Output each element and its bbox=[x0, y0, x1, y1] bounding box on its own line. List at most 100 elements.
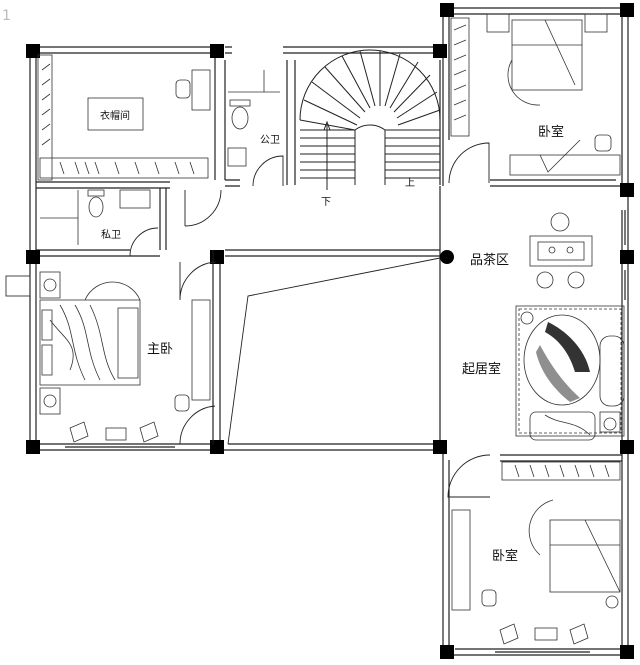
rug-pattern-dark bbox=[536, 345, 580, 402]
lamp bbox=[43, 394, 57, 408]
wall bbox=[36, 249, 160, 257]
bed-cover bbox=[512, 19, 582, 86]
shower-line bbox=[228, 70, 280, 93]
rug-arc bbox=[528, 499, 554, 556]
column bbox=[26, 250, 40, 264]
stair-outer-arc bbox=[299, 49, 441, 121]
wall bbox=[621, 445, 629, 655]
rug bbox=[515, 305, 625, 437]
side-table bbox=[534, 627, 558, 641]
stair-treads bbox=[385, 129, 440, 179]
teapot bbox=[548, 246, 556, 254]
hangers bbox=[453, 24, 467, 121]
sink bbox=[119, 189, 151, 209]
chair bbox=[594, 134, 612, 152]
tv-cabinet bbox=[191, 299, 211, 401]
wardrobe-island bbox=[87, 97, 144, 131]
wall bbox=[225, 179, 240, 187]
wall bbox=[29, 47, 37, 450]
rug-arc bbox=[84, 281, 141, 301]
teacup bbox=[566, 246, 574, 254]
chair bbox=[481, 589, 497, 607]
wall bbox=[225, 249, 440, 257]
window bbox=[65, 443, 175, 451]
door-swing bbox=[447, 454, 491, 498]
toilet-tank bbox=[229, 99, 251, 107]
side-table bbox=[599, 411, 621, 433]
bed bbox=[511, 19, 583, 91]
lamp bbox=[603, 417, 617, 431]
column bbox=[210, 44, 224, 58]
toilet-tank bbox=[87, 189, 105, 197]
wardrobe-shelf bbox=[37, 54, 53, 181]
wall bbox=[214, 50, 226, 180]
chair bbox=[174, 394, 190, 412]
label-bedroom-ne: 卧室 bbox=[538, 125, 565, 140]
stair-inner-arc bbox=[354, 124, 386, 185]
label-stair-down: 下 bbox=[321, 197, 331, 208]
cushion bbox=[499, 623, 589, 645]
column bbox=[210, 440, 224, 454]
lamp bbox=[605, 595, 619, 609]
shower-line bbox=[40, 190, 79, 245]
tea-table bbox=[529, 235, 593, 267]
wall bbox=[225, 46, 232, 54]
stool bbox=[567, 271, 585, 289]
stair-arrow bbox=[323, 120, 331, 190]
column bbox=[620, 250, 634, 264]
door-swing bbox=[129, 227, 159, 257]
pillow bbox=[41, 344, 53, 376]
sofa-pattern bbox=[544, 414, 591, 436]
wall bbox=[159, 188, 167, 250]
lamp bbox=[520, 311, 534, 325]
bed bbox=[39, 299, 141, 386]
cushion bbox=[69, 421, 159, 443]
column-round bbox=[440, 250, 454, 264]
bed bbox=[549, 519, 621, 593]
wall bbox=[30, 46, 215, 54]
hangers bbox=[59, 161, 195, 175]
wall bbox=[442, 445, 450, 655]
wall bbox=[286, 60, 296, 185]
exterior-box bbox=[5, 275, 31, 297]
wall bbox=[442, 8, 450, 186]
wall bbox=[220, 443, 445, 451]
stool bbox=[550, 212, 570, 232]
wall bbox=[443, 7, 628, 15]
stair-treads bbox=[299, 50, 441, 131]
sofa bbox=[529, 411, 596, 441]
label-tea-area: 品茶区 bbox=[470, 253, 510, 268]
bed-cover bbox=[550, 519, 621, 593]
column bbox=[620, 183, 634, 197]
lamp-line bbox=[539, 139, 581, 173]
door-swing bbox=[179, 261, 216, 301]
sofa bbox=[599, 335, 625, 407]
column bbox=[440, 645, 454, 659]
column bbox=[26, 44, 40, 58]
nightstand bbox=[39, 387, 61, 415]
wall bbox=[500, 454, 622, 462]
label-living-room: 起居室 bbox=[462, 362, 502, 377]
wall bbox=[283, 46, 445, 54]
column bbox=[620, 645, 634, 659]
wall bbox=[36, 181, 170, 189]
rug-arc bbox=[507, 59, 541, 106]
column bbox=[433, 44, 447, 58]
label-master-bedroom: 主卧 bbox=[147, 342, 174, 357]
rug-pattern-dark bbox=[545, 322, 590, 372]
nightstand bbox=[486, 13, 510, 33]
door-swing bbox=[184, 189, 222, 227]
column bbox=[210, 250, 224, 264]
corner-mark: 1 bbox=[2, 8, 11, 24]
lamp bbox=[43, 278, 57, 292]
wardrobe bbox=[450, 17, 470, 137]
hangers bbox=[514, 464, 610, 478]
tv-cabinet bbox=[451, 509, 471, 611]
bench bbox=[117, 307, 139, 379]
wall bbox=[621, 8, 629, 190]
nightstand bbox=[584, 13, 608, 33]
column bbox=[620, 440, 634, 454]
desk bbox=[509, 154, 621, 176]
